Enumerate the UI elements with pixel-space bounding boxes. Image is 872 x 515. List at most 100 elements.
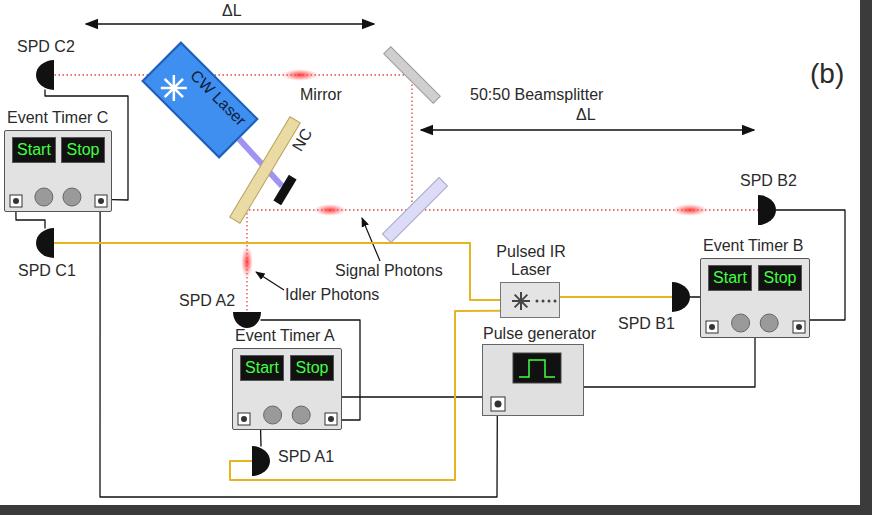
beam-dots <box>536 300 557 303</box>
laser-body <box>144 44 256 156</box>
knob <box>292 406 310 424</box>
detector-symbol <box>758 195 776 225</box>
display-text: Stop <box>296 359 329 377</box>
frame-strip <box>0 505 872 515</box>
optical-fiber <box>230 311 500 480</box>
detector-shape <box>672 282 690 312</box>
signal-cable <box>16 212 45 228</box>
detector-shape <box>252 446 270 476</box>
timer-display: Stop <box>290 355 334 381</box>
detector-symbol <box>233 312 261 328</box>
detector-label: SPD C2 <box>17 38 75 56</box>
timer-display: Stop <box>758 265 802 291</box>
jack <box>709 324 715 330</box>
jack <box>13 198 19 204</box>
frame-strip <box>860 0 872 515</box>
jack <box>325 413 337 425</box>
laser-label: CW Laser <box>186 67 249 130</box>
drawing-part <box>515 295 528 308</box>
jack <box>95 195 107 207</box>
jack <box>328 416 334 422</box>
display-text: Stop <box>67 141 100 159</box>
laser-title: Pulsed IR Laser <box>493 243 569 279</box>
part-label: Idler Photons <box>285 286 379 304</box>
photon-detector: SPD A2 <box>233 312 261 328</box>
knob <box>760 314 778 332</box>
knob <box>63 188 81 206</box>
drawing-part <box>241 246 253 278</box>
timer-title: Event Timer C <box>7 109 108 127</box>
detector-label: SPD A1 <box>278 448 334 466</box>
jack <box>241 416 247 422</box>
detector-label: SPD B1 <box>618 315 675 333</box>
cw-laser: CW Laser <box>141 41 258 158</box>
ir-laser-body <box>501 283 559 317</box>
optical-fiber <box>560 296 672 298</box>
detector-symbol <box>252 446 270 476</box>
jack <box>491 397 505 411</box>
dimension-arrow <box>86 23 374 25</box>
photon-detector: SPD A1 <box>252 446 270 476</box>
jack <box>495 401 502 408</box>
timer-display: Start <box>240 355 284 381</box>
pulse-symbol <box>519 360 555 377</box>
optical-fiber <box>54 243 500 300</box>
detector-label: SPD A2 <box>179 292 235 310</box>
pulsed-laser: Pulsed IR Laser <box>500 282 560 318</box>
jack <box>793 321 805 333</box>
dimension-label: ΔL <box>222 2 242 20</box>
event-timer: Event Timer CStartStop <box>4 130 112 212</box>
photon-pulses <box>241 69 708 278</box>
detector-symbol <box>36 228 54 258</box>
signal-cable <box>260 430 262 446</box>
signal-cable <box>690 296 700 297</box>
knob <box>732 314 750 332</box>
drawing-part <box>542 300 545 303</box>
photon-detector: SPD C1 <box>36 228 54 258</box>
laser-star <box>155 70 192 107</box>
display-text: Start <box>17 141 51 159</box>
drawing-part <box>314 204 346 216</box>
detector-symbol <box>36 60 54 90</box>
detector-label: SPD B2 <box>740 172 797 190</box>
knob <box>35 188 53 206</box>
jack <box>238 413 250 425</box>
leader-arrow <box>256 272 284 290</box>
jack <box>706 321 718 333</box>
signal-cable <box>342 396 482 397</box>
drawing-part <box>54 74 412 75</box>
drawing-part <box>161 75 187 101</box>
detector-shape <box>36 60 54 90</box>
drawing-part <box>536 300 539 303</box>
detector-symbol <box>672 282 690 312</box>
laser-star <box>512 292 530 310</box>
part-label: 50:50 Beamsplitter <box>470 86 603 104</box>
generator-title: Pulse generator <box>483 325 596 343</box>
drawing-part <box>548 300 551 303</box>
photon-detector: SPD C2 <box>36 60 54 90</box>
display-text: Start <box>713 269 747 287</box>
pulse-generator: Pulse generator <box>482 344 584 416</box>
detector-label: SPD C1 <box>18 262 76 280</box>
display-text: Start <box>245 359 279 377</box>
detector-shape <box>233 312 261 328</box>
generator-body <box>483 345 583 415</box>
timer-title: Event Timer A <box>235 327 335 345</box>
panel-letter: (b) <box>810 58 844 90</box>
jack <box>98 198 104 204</box>
detector-shape <box>36 228 54 258</box>
signal-cable <box>100 212 497 497</box>
drawing-part <box>282 69 318 81</box>
photon-beams <box>54 75 758 312</box>
drawing-part <box>411 75 412 210</box>
event-timer: Event Timer BStartStop <box>700 258 810 338</box>
dimension-arrow <box>421 129 754 131</box>
generator-screen <box>513 353 561 383</box>
signal-cable <box>584 338 755 387</box>
leader-arrow <box>362 218 380 261</box>
photon-detector: SPD B2 <box>758 195 776 225</box>
drawing-part <box>161 75 187 101</box>
beam-dump <box>273 175 296 205</box>
timer-title: Event Timer B <box>703 237 803 255</box>
